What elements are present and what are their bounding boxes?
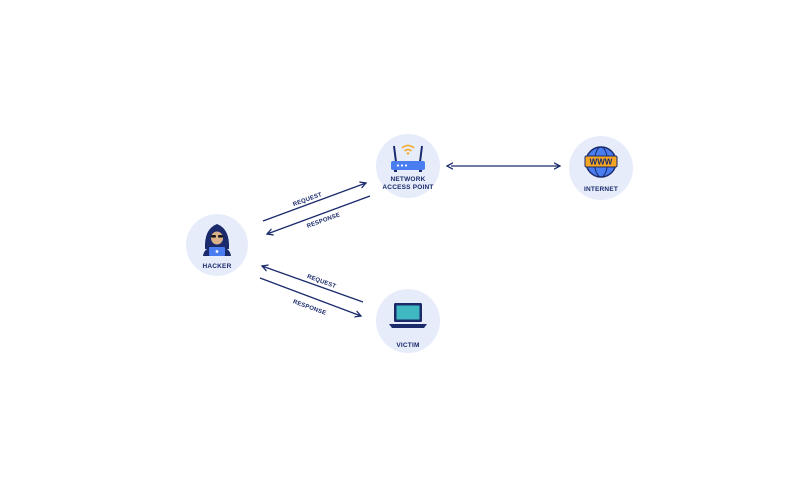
www-icon-text: WWW bbox=[590, 158, 613, 167]
access-point-node: NETWORK ACCESS POINT bbox=[376, 134, 440, 198]
victim-node: VICTIM bbox=[376, 289, 440, 353]
ap-to-hacker-response-arrow bbox=[267, 195, 371, 234]
router-icon bbox=[391, 144, 425, 172]
hacker-ap-response-label: RESPONSE bbox=[306, 212, 341, 230]
access-point-label-line1: NETWORK bbox=[391, 176, 426, 183]
hacker-node: HACKER bbox=[186, 214, 248, 276]
globe-www-icon: WWW bbox=[584, 146, 618, 178]
internet-label: INTERNET bbox=[584, 186, 618, 193]
victim-to-hacker-request-arrow bbox=[262, 266, 364, 303]
hacker-to-victim-response-arrow bbox=[259, 277, 361, 316]
victim-hacker-response-label: RESPONSE bbox=[292, 299, 327, 317]
laptop-icon bbox=[389, 303, 427, 328]
victim-label: VICTIM bbox=[396, 342, 419, 349]
internet-node: WWW INTERNET bbox=[569, 136, 633, 200]
access-point-label-line2: ACCESS POINT bbox=[382, 184, 433, 191]
hacker-label: HACKER bbox=[202, 263, 231, 270]
hacker-icon bbox=[203, 224, 231, 256]
hacker-to-ap-request-arrow bbox=[262, 183, 366, 222]
